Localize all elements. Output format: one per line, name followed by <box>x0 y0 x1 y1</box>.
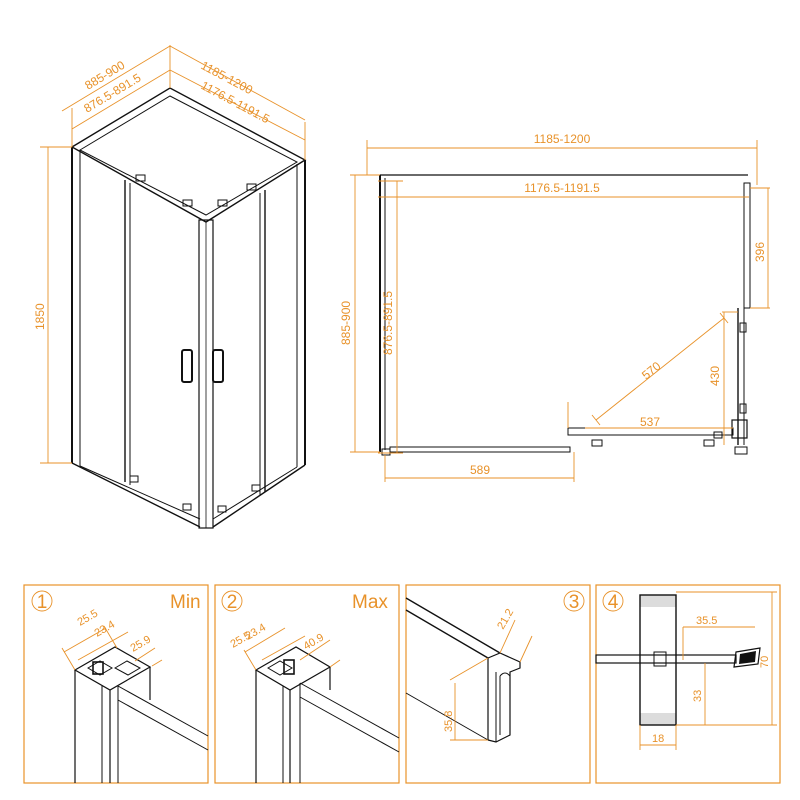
persp-height: 1850 <box>33 303 47 330</box>
plan-depth-outer: 885-900 <box>339 301 353 345</box>
detail-3-frame <box>405 584 591 784</box>
plan-door-side: 430 <box>708 366 722 386</box>
detail-1-title: Min <box>170 592 201 613</box>
detail-2-d2: 23.4 <box>244 621 269 642</box>
detail-4-frame <box>595 584 781 784</box>
plan-outline <box>379 174 751 456</box>
perspective-view: 885-900 876.5-891.5 1185-1200 1176.5-119… <box>33 45 307 529</box>
left-handle <box>181 349 193 383</box>
detail-2-frame <box>214 584 400 784</box>
detail-1-frame <box>23 584 209 784</box>
detail-2: 2 Max 25.5 23.4 40.9 <box>214 584 400 784</box>
detail-1-d2: 23.4 <box>93 618 118 639</box>
plan-door-diagonal: 570 <box>639 359 664 383</box>
plan-dimensions <box>350 140 770 482</box>
detail-2-title: Max <box>352 592 388 613</box>
detail-3: 3 21.2 35.8 <box>405 584 591 784</box>
plan-view: 1185-1200 1176.5-1191.5 885-900 876.5-89… <box>339 132 770 482</box>
detail-1-number: 1 <box>37 592 48 613</box>
detail-4: 4 35.5 70 33 18 <box>595 584 781 784</box>
detail-2-d3: 40.9 <box>302 631 327 652</box>
detail-4-d4: 18 <box>652 733 664 745</box>
perspective-dimensions <box>40 45 306 464</box>
detail-4-d2: 70 <box>759 656 771 668</box>
plan-front-opening: 537 <box>640 415 660 429</box>
detail-4-d3: 33 <box>692 690 704 702</box>
enclosure-outline <box>70 87 307 529</box>
detail-4-number: 4 <box>608 592 619 613</box>
detail-3-number: 3 <box>569 592 580 613</box>
plan-side-panel: 396 <box>753 242 767 262</box>
detail-2-number: 2 <box>227 592 238 613</box>
plan-width-outer: 1185-1200 <box>534 132 591 146</box>
plan-depth-inner: 876.5-891.5 <box>381 291 395 355</box>
detail-3-d1: 21.2 <box>495 607 516 632</box>
detail-3-d2: 35.8 <box>443 711 455 732</box>
detail-4-d1: 35.5 <box>696 615 717 627</box>
detail-1-d1: 25.5 <box>76 607 101 628</box>
right-handle <box>212 349 224 383</box>
detail-1: 1 Min 25.5 23.4 25.9 <box>23 584 209 784</box>
plan-width-inner: 1176.5-1191.5 <box>524 181 600 195</box>
plan-front-fixed: 589 <box>470 463 490 477</box>
